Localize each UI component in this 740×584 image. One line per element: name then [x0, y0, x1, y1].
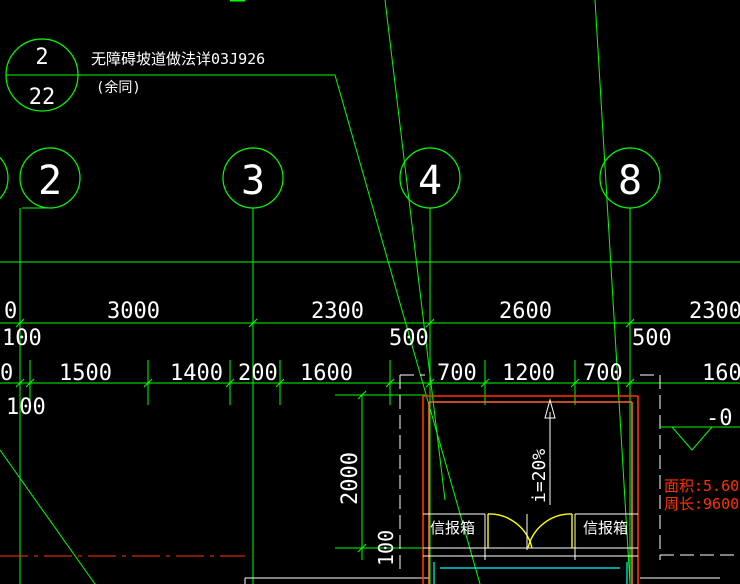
leader-line	[334, 74, 481, 584]
leader-line	[0, 449, 96, 584]
dim-text: 2300	[689, 299, 740, 324]
ramp-slope-arrow: i=20%	[529, 398, 556, 505]
elevation-marker: -0	[660, 406, 740, 451]
dim-text: 1200	[502, 361, 555, 386]
dim-text: 0	[0, 361, 13, 386]
dim-text: 160	[702, 361, 740, 386]
dim-text: 2600	[499, 299, 552, 324]
leader-line	[594, 0, 631, 584]
axis-2: 2	[19, 147, 81, 584]
dim-text: 200	[238, 361, 278, 386]
callout-top: 2	[35, 45, 48, 70]
dim-extensions	[29, 360, 576, 405]
mailbox-label-right: 信报箱	[583, 519, 628, 537]
area-label: 面积:5.600	[664, 477, 740, 495]
dim-text: 100	[6, 395, 46, 420]
dim-text: 1600	[300, 361, 353, 386]
callout-note-line1: 无障碍坡道做法详03J926	[91, 50, 265, 68]
dim-text: 0	[4, 299, 17, 324]
callout-bottom: 22	[29, 85, 56, 110]
axis-3: 3	[222, 147, 284, 584]
perimeter-label: 周长:9600.0	[664, 495, 740, 513]
vertical-dim-text: 2000	[338, 452, 363, 505]
dim-text: 2300	[311, 299, 364, 324]
dim-text: 500	[389, 326, 429, 351]
dim-text: 100	[2, 326, 42, 351]
axis-bubble-partial	[0, 156, 9, 200]
dim-text: 700	[583, 361, 623, 386]
dim-text: 1500	[59, 361, 112, 386]
mailbox-label-left: 信报箱	[430, 519, 475, 537]
vertical-dimension: 2000 100	[335, 390, 425, 566]
axis-label: 8	[618, 158, 642, 204]
door-frame	[433, 562, 628, 584]
dashed-outline	[399, 374, 661, 570]
detail-callout: 2 22 无障碍坡道做法详03J926 (余同)	[5, 38, 335, 112]
vertical-dim-text: 100	[374, 530, 398, 566]
leader-line	[384, 0, 446, 501]
elevation-text: -0	[706, 406, 733, 431]
wall-band	[423, 513, 638, 560]
axis-label: 2	[38, 158, 62, 204]
axis-label: 4	[418, 158, 442, 204]
room-outline	[422, 395, 639, 584]
callout-note-line2: (余同)	[96, 79, 141, 96]
dim-text: 700	[437, 361, 477, 386]
dim-ticks-row1	[15, 318, 635, 328]
dim-text: 500	[632, 326, 672, 351]
dim-text: 3000	[107, 299, 160, 324]
double-door	[487, 513, 573, 550]
dim-text: 1400	[170, 361, 223, 386]
axis-label: 3	[241, 158, 265, 204]
ramp-slope-text: i=20%	[529, 449, 550, 503]
axis-4: 4	[399, 147, 461, 584]
building-outline	[244, 554, 740, 584]
